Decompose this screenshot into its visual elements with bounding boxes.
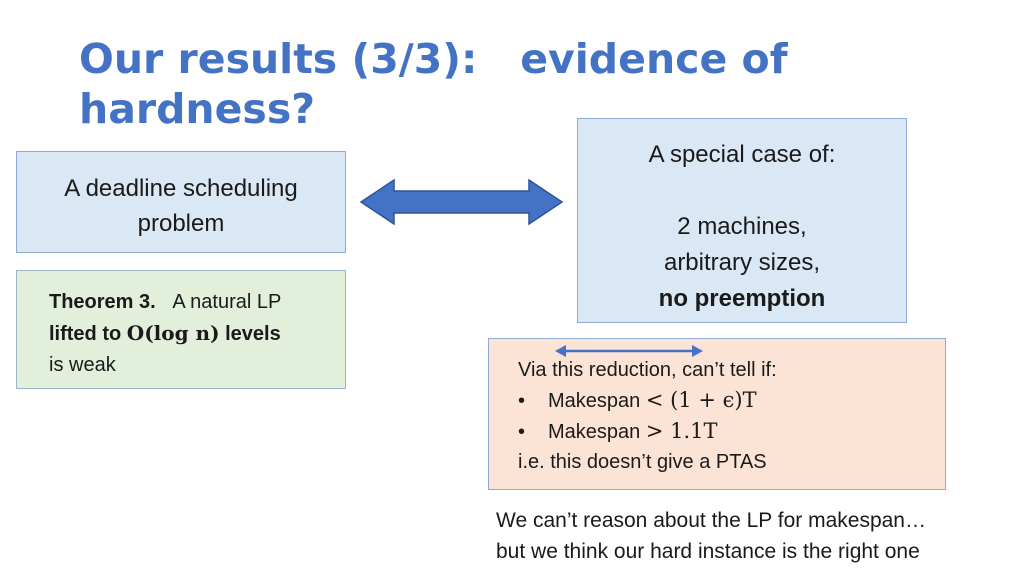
deadline-box-line-2: problem	[137, 210, 225, 237]
lifted-prefix: lifted to	[49, 323, 122, 345]
theorem-line-2: lifted to O(log n) levels	[49, 318, 345, 350]
reduction-bullet-2: • Makespan > 1.1T	[518, 416, 945, 447]
theorem-box: Theorem 3. A natural LP lifted to O(log …	[16, 270, 346, 389]
theorem-line-1: Theorem 3. A natural LP	[49, 287, 345, 318]
bullet-dot: •	[518, 421, 526, 443]
special-case-line-1: A special case of:	[648, 141, 836, 168]
theorem-line-3: is weak	[49, 354, 116, 376]
bullet-dot: •	[518, 390, 526, 412]
bullet-1-label: Makespan	[548, 390, 641, 412]
theorem-label: Theorem 3.	[49, 291, 156, 313]
special-case-spacer	[578, 173, 906, 209]
special-case-box: A special case of: 2 machines, arbitrary…	[577, 118, 907, 323]
lifted-math: O(log n)	[126, 321, 220, 345]
closing-note: We can’t reason about the LP for makespa…	[496, 505, 926, 567]
theorem-text: A natural LP	[172, 291, 282, 313]
bullet-1-math: < (1 + ϵ)T	[645, 388, 757, 412]
deadline-scheduling-box: A deadline scheduling problem	[16, 151, 346, 253]
double-arrow-icon	[359, 178, 564, 226]
deadline-box-line-1: A deadline scheduling	[64, 175, 298, 202]
special-case-line-3: arbitrary sizes,	[663, 249, 821, 276]
small-double-arrow-icon	[555, 345, 703, 357]
closing-note-line-2: but we think our hard instance is the ri…	[496, 540, 920, 563]
reduction-intro: Via this reduction, can’t tell if:	[518, 359, 777, 381]
lifted-suffix: levels	[225, 323, 281, 345]
bullet-2-math: > 1.1T	[645, 419, 718, 443]
slide-title: Our results (3/3): evidence of hardness?	[79, 35, 788, 133]
bullet-2-label: Makespan	[548, 421, 641, 443]
special-case-line-4: no preemption	[658, 285, 826, 312]
special-case-line-2: 2 machines,	[677, 213, 807, 240]
closing-note-line-1: We can’t reason about the LP for makespa…	[496, 509, 926, 532]
reduction-bullet-1: • Makespan < (1 + ϵ)T	[518, 385, 945, 416]
reduction-box: Via this reduction, can’t tell if: • Make…	[488, 338, 946, 490]
reduction-conclusion: i.e. this doesn’t give a PTAS	[518, 451, 767, 473]
